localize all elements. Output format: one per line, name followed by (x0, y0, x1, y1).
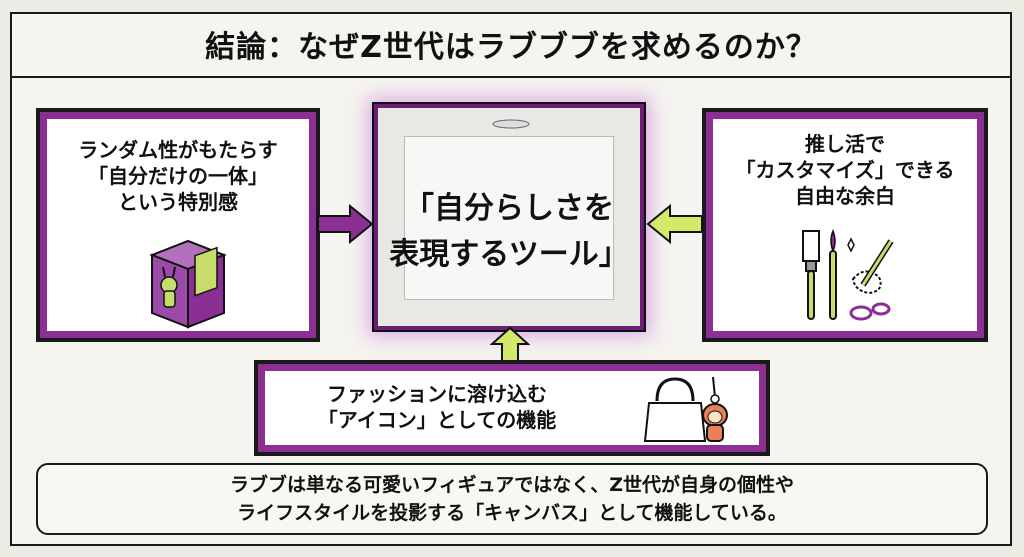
craft-tools-icon (802, 228, 894, 321)
right-box: 推し活で 「カスタマイズ」できる 自由な余白 (704, 110, 986, 340)
handbag-charm-icon (643, 376, 728, 442)
bottom-box: ファッションに溶け込む 「アイコン」としての機能 (256, 362, 768, 454)
light-icon (492, 119, 530, 129)
center-text: 「自分らしさを 表現するツール」 (389, 191, 629, 272)
center-box: 「自分らしさを 表現するツール」 (374, 104, 644, 330)
left-box: ランダム性がもたらす 「自分だけの一体」 という特別感 (38, 110, 318, 340)
title-bar: 結論：なぜZ世代はラブブブを求めるのか？ (10, 12, 1012, 78)
summary-box: ラブブは単なる可愛いフィギュアではなく、Z世代が自身の個性や ライフスタイルを投… (36, 463, 988, 535)
left-box-text: ランダム性がもたらす 「自分だけの一体」 という特別感 (78, 138, 278, 214)
slide-title: 結論：なぜZ世代はラブブブを求めるのか？ (205, 30, 817, 65)
arrow-left-to-center (317, 204, 374, 244)
right-box-text: 推し活で 「カスタマイズ」できる 自由な余白 (735, 132, 955, 208)
arrow-right-to-center (646, 204, 703, 244)
bottom-box-text: ファッションに溶け込む 「アイコン」としての機能 (317, 382, 557, 432)
arrow-bottom-to-center (490, 326, 530, 363)
blind-box-icon (149, 239, 227, 329)
summary-text: ラブブは単なる可愛いフィギュアではなく、Z世代が自身の個性や ライフスタイルを投… (229, 474, 795, 524)
center-inner-panel (404, 136, 614, 300)
